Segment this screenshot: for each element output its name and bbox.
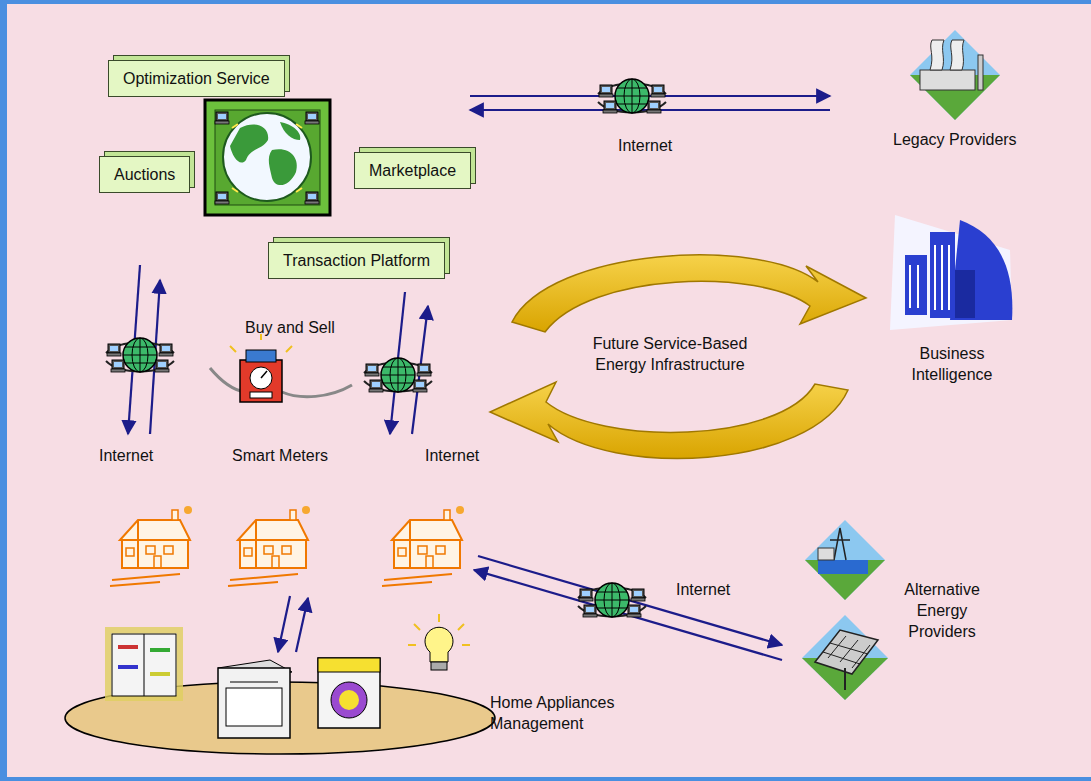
- diagram-label: Buy and Sell: [245, 318, 335, 339]
- diagram-label: Future Service-Based Energy Infrastructu…: [575, 334, 765, 376]
- diagram-label: Internet: [99, 446, 153, 467]
- legacy-provider-icon: [910, 30, 1000, 120]
- business-intelligence-icon: [890, 215, 1012, 330]
- house-icon: [110, 506, 192, 586]
- appliances-illustration: [65, 614, 495, 754]
- service-box: Marketplace: [354, 152, 471, 189]
- diagram-label: Internet: [676, 580, 730, 601]
- diagram-label: Legacy Providers: [893, 130, 1017, 151]
- house-icon: [228, 506, 310, 586]
- service-box: Auctions: [99, 156, 190, 193]
- alternative-energy-icon: [802, 520, 888, 700]
- diagram-label: Smart Meters: [232, 446, 328, 467]
- internet-icon: [598, 79, 666, 113]
- internet-icon: [578, 583, 646, 617]
- smart-meter-icon: [210, 334, 352, 402]
- box-label: Optimization Service: [123, 70, 270, 87]
- box-label: Auctions: [114, 166, 175, 183]
- internet-icon: [364, 358, 432, 392]
- house-icon: [382, 506, 464, 586]
- flow-arrows: [128, 96, 830, 660]
- internet-icon: [106, 338, 174, 372]
- diagram-label: Business Intelligence: [897, 344, 1007, 386]
- box-label: Marketplace: [369, 162, 456, 179]
- service-box: Optimization Service: [108, 60, 285, 97]
- hub-icon: [205, 100, 330, 215]
- service-box: Transaction Platform: [268, 242, 445, 279]
- box-label: Transaction Platform: [283, 252, 430, 269]
- diagram-label: Alternative Energy Providers: [887, 580, 997, 642]
- diagram-label: Home Appliances Management: [490, 693, 640, 735]
- cycle-arrows: [490, 255, 866, 459]
- diagram-label: Internet: [618, 136, 672, 157]
- diagram-label: Internet: [425, 446, 479, 467]
